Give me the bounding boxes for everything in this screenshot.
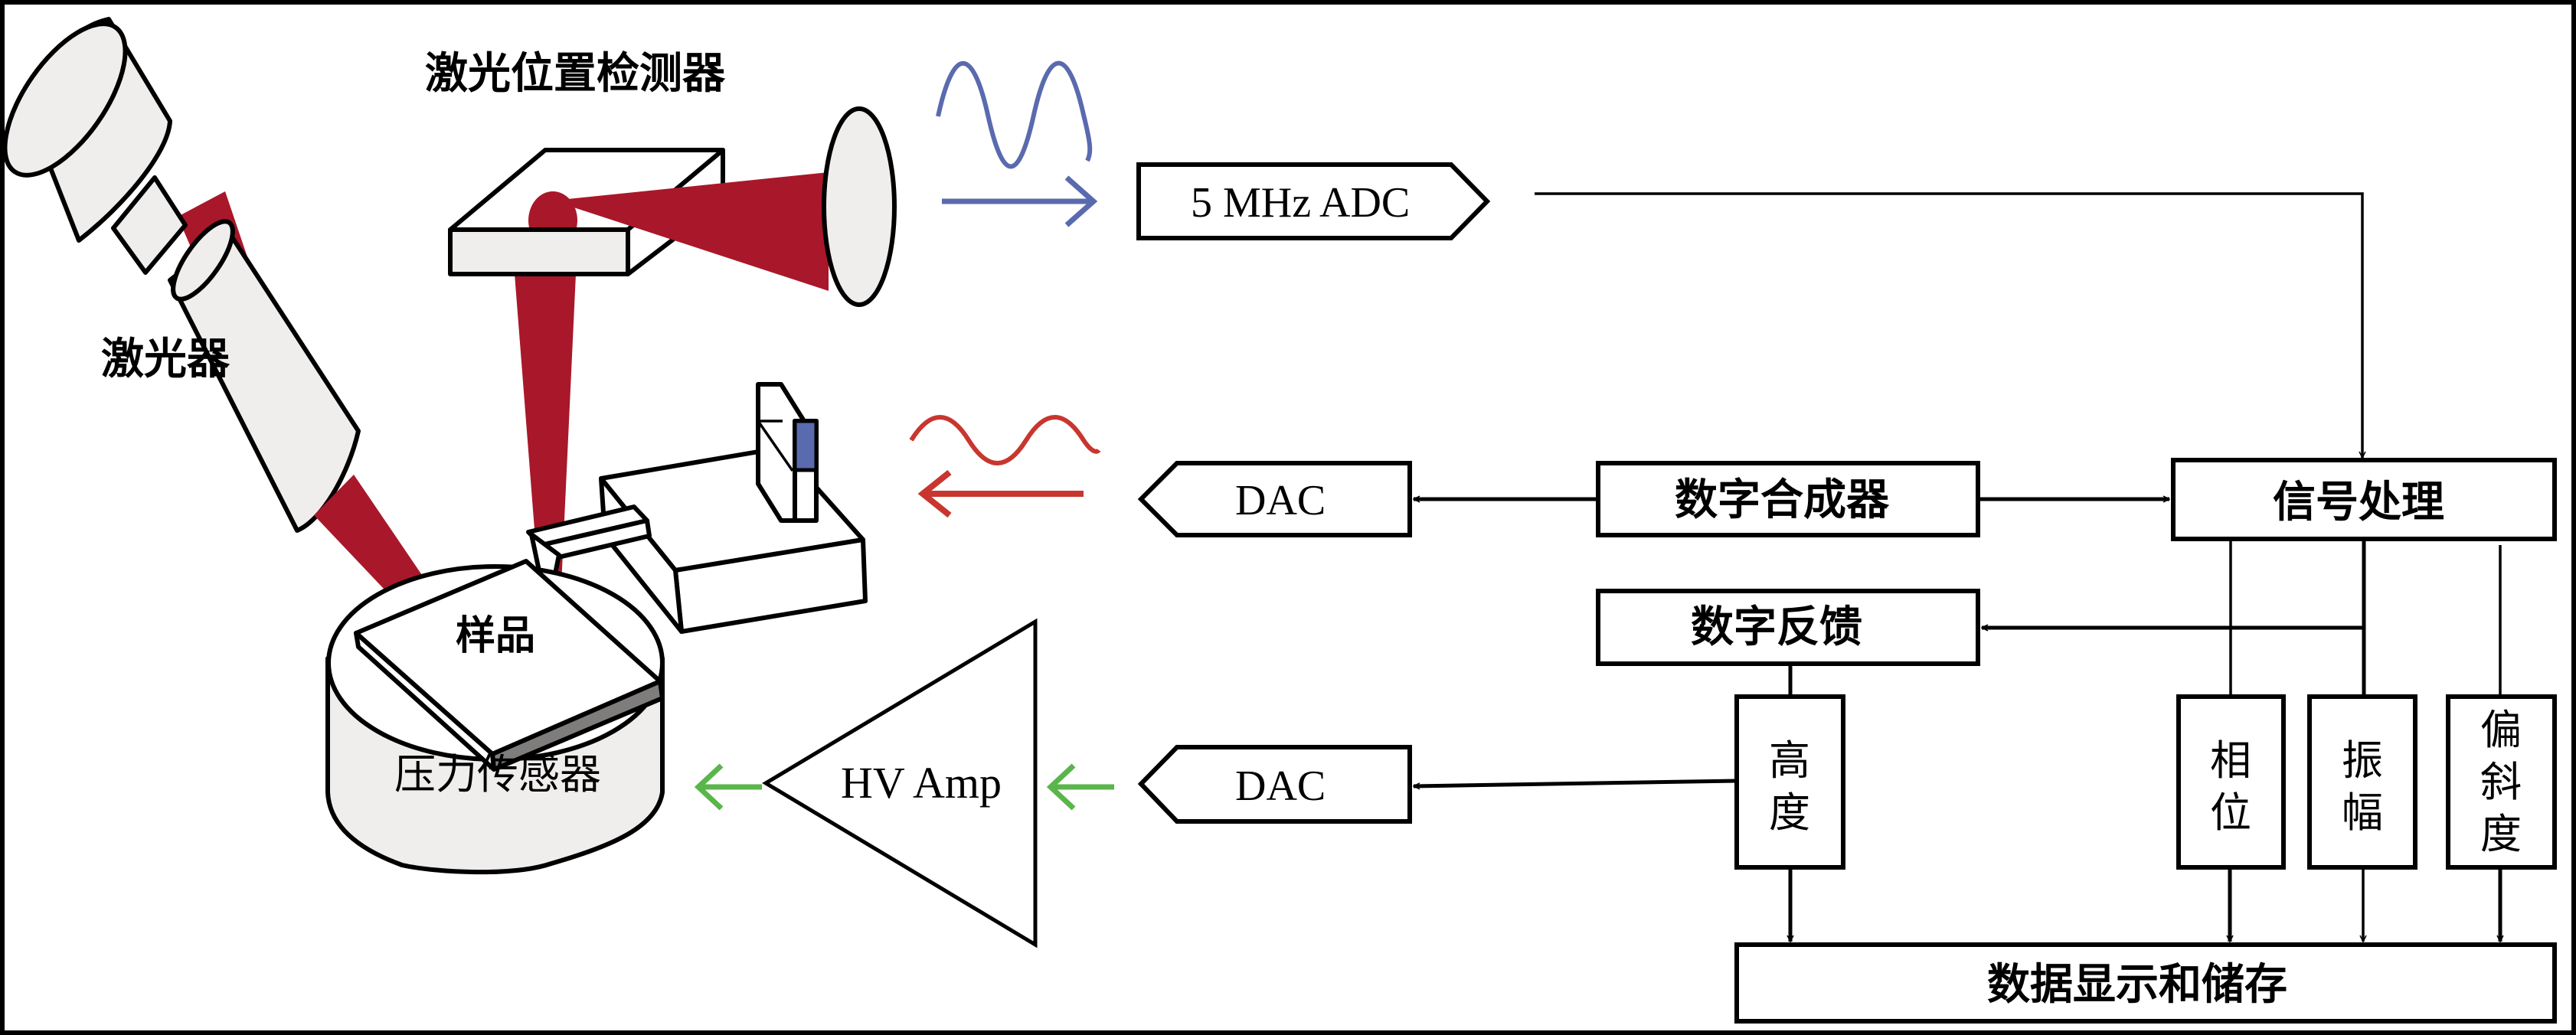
amplitude-label-2: 幅: [2342, 788, 2383, 837]
height-block[interactable]: 高 度: [1734, 694, 1845, 870]
digital-feedback-block[interactable]: 数字反馈: [1596, 589, 1980, 666]
adc-to-signal-processing-line: [1535, 192, 2362, 458]
dac-feedback-label: DAC: [1235, 762, 1326, 810]
data-display-storage-label: 数据显示和储存: [1987, 959, 2287, 1010]
piezo-actuator-icon: [599, 382, 868, 634]
adc-block[interactable]: 5 MHz ADC: [1136, 162, 1491, 240]
detector-lens: [822, 106, 897, 307]
phase-label-2: 位: [2210, 788, 2251, 837]
sample-icon: [354, 559, 665, 772]
skewness-label-3: 度: [2480, 810, 2522, 858]
sample-label: 样品: [456, 612, 535, 659]
data-display-storage-block[interactable]: 数据显示和储存: [1734, 942, 2557, 1024]
height-to-dac-line: [1414, 779, 1737, 786]
amplitude-block[interactable]: 振 幅: [2307, 694, 2417, 870]
laser-neck: [111, 175, 188, 275]
signal-out-arrow-icon: [917, 469, 1084, 518]
sine-wave-out-icon: [909, 415, 1101, 465]
laser-tube: [168, 231, 361, 533]
dac-drive-label: DAC: [1235, 477, 1326, 524]
mirror-block-front: [448, 227, 630, 276]
hv-amp-label: HV Amp: [841, 758, 1002, 808]
laser-lamp-lens: [2, 21, 128, 178]
laser-tube-lens: [171, 219, 235, 302]
signal-processing-block[interactable]: 信号处理: [2171, 458, 2557, 541]
photodetector-icon: [448, 106, 897, 766]
amplitude-label-1: 振: [2342, 736, 2383, 785]
digital-feedback-label: 数字反馈: [1691, 602, 1862, 652]
sample-edge-left: [354, 631, 496, 772]
digital-synthesizer-block[interactable]: 数字合成器: [1596, 461, 1980, 537]
skewness-label-1: 偏: [2480, 706, 2522, 754]
hv-to-sensor-arrow-icon: [694, 763, 762, 811]
signal-processing-label: 信号处理: [2273, 477, 2444, 527]
height-label-1: 高: [1769, 736, 1810, 785]
piezo-element: [793, 419, 819, 472]
adc-label: 5 MHz ADC: [1191, 179, 1410, 227]
skewness-label-2: 斜: [2480, 758, 2522, 806]
hv-amp-triangle: [762, 618, 1038, 948]
signal-in-arrow-icon: [942, 175, 1098, 227]
dac-drive-block[interactable]: DAC: [1137, 461, 1412, 537]
phase-label-1: 相: [2210, 736, 2251, 785]
reflected-beam-to-detector: [553, 172, 829, 291]
dac-to-hv-arrow-icon: [1046, 763, 1114, 811]
pressure-sensor-label: 压力传感器: [394, 750, 601, 798]
phase-block[interactable]: 相 位: [2176, 694, 2286, 870]
skewness-block[interactable]: 偏 斜 度: [2446, 694, 2557, 870]
reflected-beam-up: [515, 274, 576, 766]
laser-label: 激光器: [101, 334, 230, 384]
position-detector-label: 激光位置检测器: [425, 48, 726, 99]
sine-wave-in-icon: [936, 60, 1093, 169]
digital-synthesizer-label: 数字合成器: [1675, 475, 1890, 525]
height-label-2: 度: [1769, 788, 1810, 837]
dac-feedback-block[interactable]: DAC: [1137, 745, 1412, 824]
